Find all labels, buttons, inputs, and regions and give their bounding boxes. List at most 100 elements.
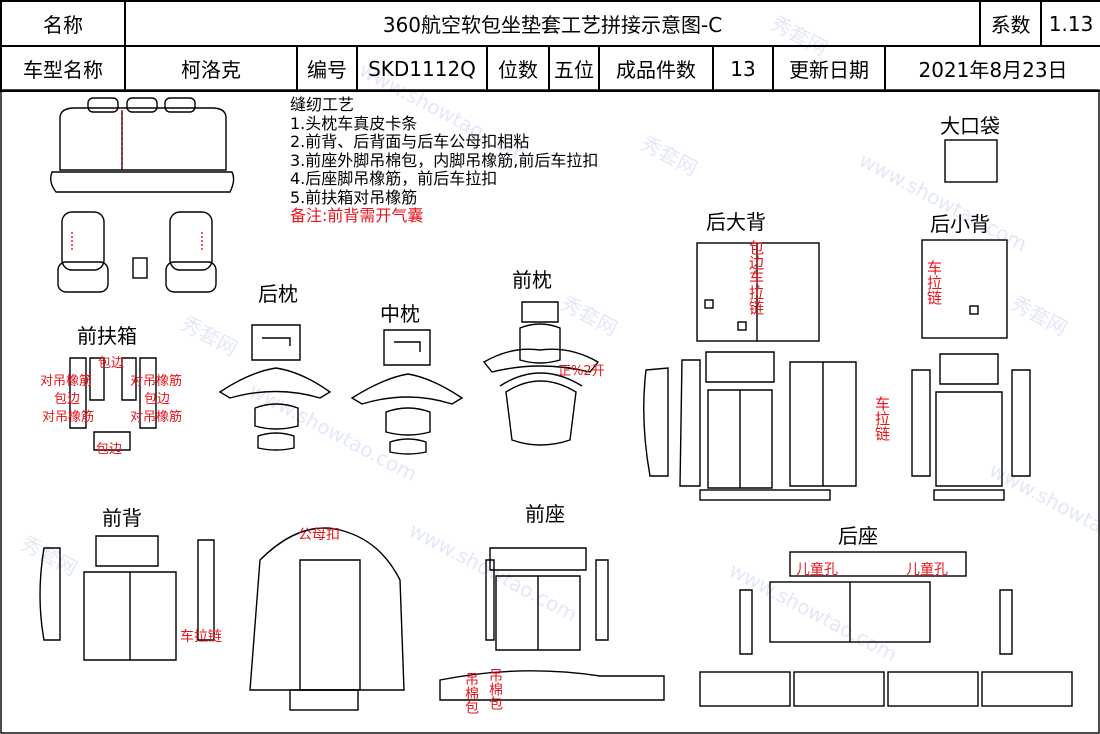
notes-item: 3.前座外脚吊棉包，内脚吊橡筋,前后车拉扣 <box>290 150 599 170</box>
model-value: 柯洛克 <box>124 45 298 92</box>
front-back-side <box>39 547 61 641</box>
overview-front-cushion <box>165 261 217 293</box>
armrest-panel <box>139 357 157 429</box>
rear-small-back-group <box>921 239 1008 339</box>
section-label-mid-pillow: 中枕 <box>380 302 420 326</box>
overview-rear-back <box>59 107 227 171</box>
overview-headrest <box>126 97 158 113</box>
overview-front-seat <box>169 211 213 271</box>
annotation-child-hole: 儿童孔 <box>796 562 838 578</box>
mid-pillow-slot <box>394 341 421 352</box>
front-back-outer <box>249 527 405 691</box>
front-back-center <box>83 571 177 661</box>
overview-front-cushion <box>57 261 109 293</box>
front-pillow-top <box>521 301 559 323</box>
rear-pillow-slot <box>262 337 291 346</box>
rear-pillow-top <box>251 324 301 361</box>
front-seat-center <box>495 575 581 651</box>
armrest-panel <box>121 357 137 401</box>
annotation-armrest-pair: 对吊橡筋 <box>42 410 95 425</box>
rear-small-back-assembly <box>911 353 1031 501</box>
notes-remark: 备注:前背需开气囊 <box>290 206 424 225</box>
mid-pillow-top <box>383 329 431 366</box>
sewing-notes: 缝纫工艺 1.头枕车真皮卡条 2.前背、后背面与后车公母扣相粘 3.前座外脚吊棉… <box>290 95 599 226</box>
section-label-rear-big-back: 后大背 <box>706 210 766 234</box>
rear-pillow-group <box>218 324 332 451</box>
drawing-frame <box>0 89 1100 734</box>
rear-pillow-base <box>257 432 295 451</box>
annotation-armrest-hem: 包边 <box>144 392 171 407</box>
section-label-big-pocket: 大口袋 <box>940 114 1000 138</box>
seats-value: 五位 <box>548 45 600 92</box>
front-pillow-wing <box>482 348 600 373</box>
page-title: 360航空软包坐垫套工艺拼接示意图-C <box>123 0 982 47</box>
annotation-front-seat-cotton: 吊棉包 <box>487 668 503 710</box>
rear-seat-side <box>999 589 1013 655</box>
rear-seat-strip <box>981 671 1073 707</box>
front-seat-side <box>485 559 495 641</box>
rear-small-side <box>1011 369 1031 477</box>
notes-heading: 缝纫工艺 <box>290 95 355 114</box>
annotation-armrest-hem: 包边 <box>54 392 81 407</box>
overview-armrest <box>132 257 148 279</box>
rear-seat-strip <box>793 671 885 707</box>
section-label-front-seat: 前座 <box>525 502 565 526</box>
rear-seat-group <box>699 551 1073 707</box>
armrest-panel <box>69 357 87 429</box>
annotation-big-back-zip: 包边车拉链 <box>747 240 765 315</box>
front-back-side <box>197 539 215 641</box>
mid-pillow-wing <box>350 373 464 405</box>
front-pillow-body <box>519 323 561 364</box>
section-label-front-back: 前背 <box>102 506 142 530</box>
factor-label: 系数 <box>979 0 1043 47</box>
rear-back-side <box>643 367 669 477</box>
rear-seat-top <box>789 551 967 577</box>
rear-big-back-group <box>696 242 820 342</box>
section-label-rear-small-back: 后小背 <box>930 212 990 236</box>
front-back-top <box>95 535 159 567</box>
notes-item: 2.前背、后背面与后车公母扣相粘 <box>290 132 530 151</box>
notes-item: 1.头枕车真皮卡条 <box>290 113 418 133</box>
section-label-rear-pillow: 后枕 <box>258 282 298 306</box>
factor-value: 1.13 <box>1040 0 1100 47</box>
seat-overview <box>49 97 235 293</box>
rear-big-back-panel <box>696 242 820 342</box>
front-pillow-arc <box>499 372 583 387</box>
notes-item: 4.后座脚吊橡筋，前后车拉扣 <box>290 169 498 188</box>
section-label-rear-seat: 后座 <box>838 524 878 548</box>
annotation-armrest-pair: 对吊橡筋 <box>130 374 183 389</box>
annotation-small-back-zip: 车拉链 <box>925 260 943 305</box>
rear-back-assembly <box>643 351 857 501</box>
front-back-strip <box>289 689 359 711</box>
rear-seat-side <box>739 589 753 655</box>
rear-back-right <box>789 361 857 487</box>
annotation-front-pillow-cut: 正%2开 <box>558 364 605 379</box>
overview-headrest <box>164 97 196 113</box>
annotation-armrest-pair: 对吊橡筋 <box>40 374 93 389</box>
mid-pillow-face <box>385 407 431 436</box>
annotation-armrest-hem: 包边 <box>96 442 123 457</box>
rear-back-strip <box>699 489 831 501</box>
mid-pillow-base <box>389 438 427 455</box>
notes-item: 5.前扶箱对吊橡筋 <box>290 187 418 207</box>
annotation-child-hole: 儿童孔 <box>906 562 948 578</box>
front-seat-top <box>489 547 587 571</box>
overview-rear-cushion <box>49 171 235 193</box>
front-armrest-group <box>69 357 157 451</box>
annotation-big-back-side-zip: 车拉链 <box>873 396 891 441</box>
rear-small-back-panel <box>921 239 1008 339</box>
rear-small-top <box>939 353 999 385</box>
section-label-front-pillow: 前枕 <box>512 268 552 292</box>
rear-big-back-notch <box>737 321 747 331</box>
header-table: 名称 360航空软包坐垫套工艺拼接示意图-C 系数 1.13 车型名称 柯洛克 … <box>0 0 1100 92</box>
front-seat-side <box>595 559 609 641</box>
annotation-front-back-zip: 车拉链 <box>180 629 222 645</box>
front-back-inner <box>299 559 361 691</box>
mid-pillow-group <box>350 329 464 455</box>
rear-back-top <box>705 351 775 383</box>
front-seat-strip <box>439 670 665 701</box>
front-pillow-face <box>505 380 577 446</box>
rear-big-back-notch <box>704 299 714 309</box>
rear-small-back-notch <box>969 305 979 315</box>
